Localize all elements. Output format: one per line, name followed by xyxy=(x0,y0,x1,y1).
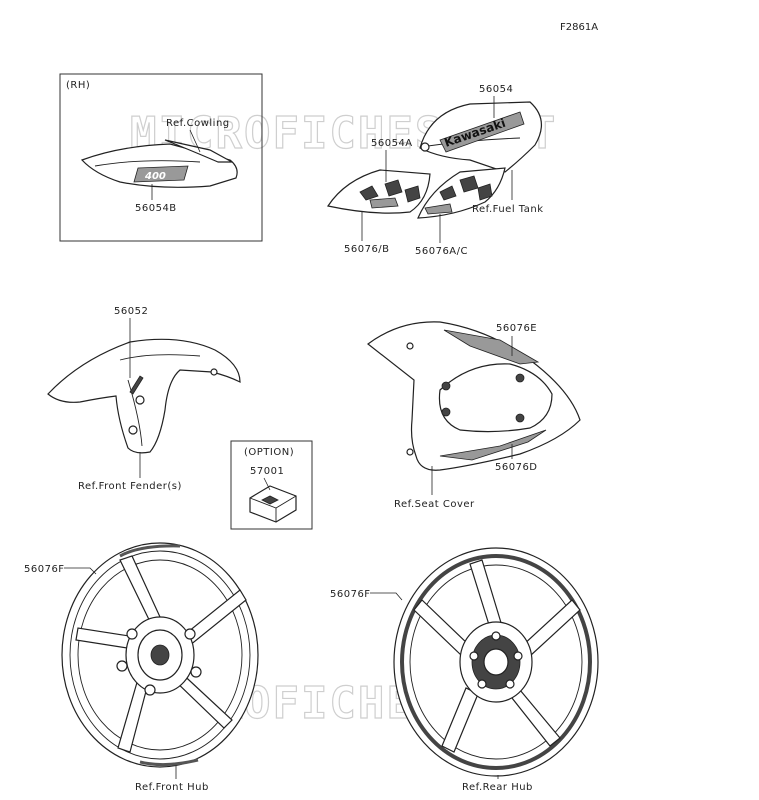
seat-stripe-bottom xyxy=(439,429,547,461)
option-box-frame xyxy=(230,440,313,530)
front-wheel-ref-label: Ref.Front Hub xyxy=(135,782,209,793)
front-fender-group: 56052 Ref.Front Fender(s) xyxy=(47,306,241,492)
front-wheel-group: 56076F Ref.Front Hub xyxy=(24,542,259,793)
option-box-group: (OPTION) 57001 xyxy=(230,440,313,530)
tank-part-top-label: 56054 xyxy=(479,84,513,95)
emblem-400-shape xyxy=(133,165,189,183)
emblem-400-text: 400 xyxy=(144,171,166,182)
rh-box-tag: (RH) xyxy=(66,80,90,91)
option-bracket-shape xyxy=(249,485,297,523)
fender-ref-label: Ref.Front Fender(s) xyxy=(78,481,182,492)
seat-part-top-label: 56076E xyxy=(496,323,537,334)
cowling-ref-piece xyxy=(164,139,233,163)
tank-part-bottom-left-label: 56076/B xyxy=(344,244,390,255)
rear-wheel-ref-label: Ref.Rear Hub xyxy=(462,782,533,793)
rear-wheel-group: 56076F Ref.Rear Hub xyxy=(330,547,599,793)
kawasaki-logo-strip xyxy=(439,111,525,153)
seat-stripe-top xyxy=(443,329,540,365)
seat-ref-label: Ref.Seat Cover xyxy=(394,499,475,510)
rh-ref-cowling-label: Ref.Cowling xyxy=(166,118,230,129)
rh-box-frame xyxy=(59,73,263,242)
figure-code: F2861A xyxy=(560,22,598,33)
front-rim-stripe xyxy=(119,544,181,558)
fuel-tank-group: Kawasaki 56054 56054A Ref.Fuel Tank 5607… xyxy=(327,84,544,257)
option-part-label: 57001 xyxy=(250,466,284,477)
rh-cowling-group: (RH) 400 Ref.Cowling 56054B xyxy=(59,73,263,242)
front-wheel-part-label: 56076F xyxy=(24,564,65,575)
seat-opening-shape xyxy=(438,363,553,433)
seat-part-bottom-label: 56076D xyxy=(495,462,538,473)
seat-cover-group: 56076E 56076D Ref.Seat Cover xyxy=(367,321,581,510)
cowling-panel-shape xyxy=(80,143,238,188)
tank-side-left-shape xyxy=(327,169,431,214)
rear-wheel-part-label: 56076F xyxy=(330,589,371,600)
tank-part-bottom-right-label: 56076A/C xyxy=(415,246,468,257)
tank-ref-fuel-tank-label: Ref.Fuel Tank xyxy=(472,204,544,215)
fender-part-label: 56052 xyxy=(114,306,148,317)
fender-decal-mark xyxy=(129,375,144,395)
option-box-tag: (OPTION) xyxy=(244,447,294,458)
tank-part-left-label: 56054A xyxy=(371,138,413,149)
front-fender-shape xyxy=(47,338,241,454)
rh-part-label: 56054B xyxy=(135,203,177,214)
